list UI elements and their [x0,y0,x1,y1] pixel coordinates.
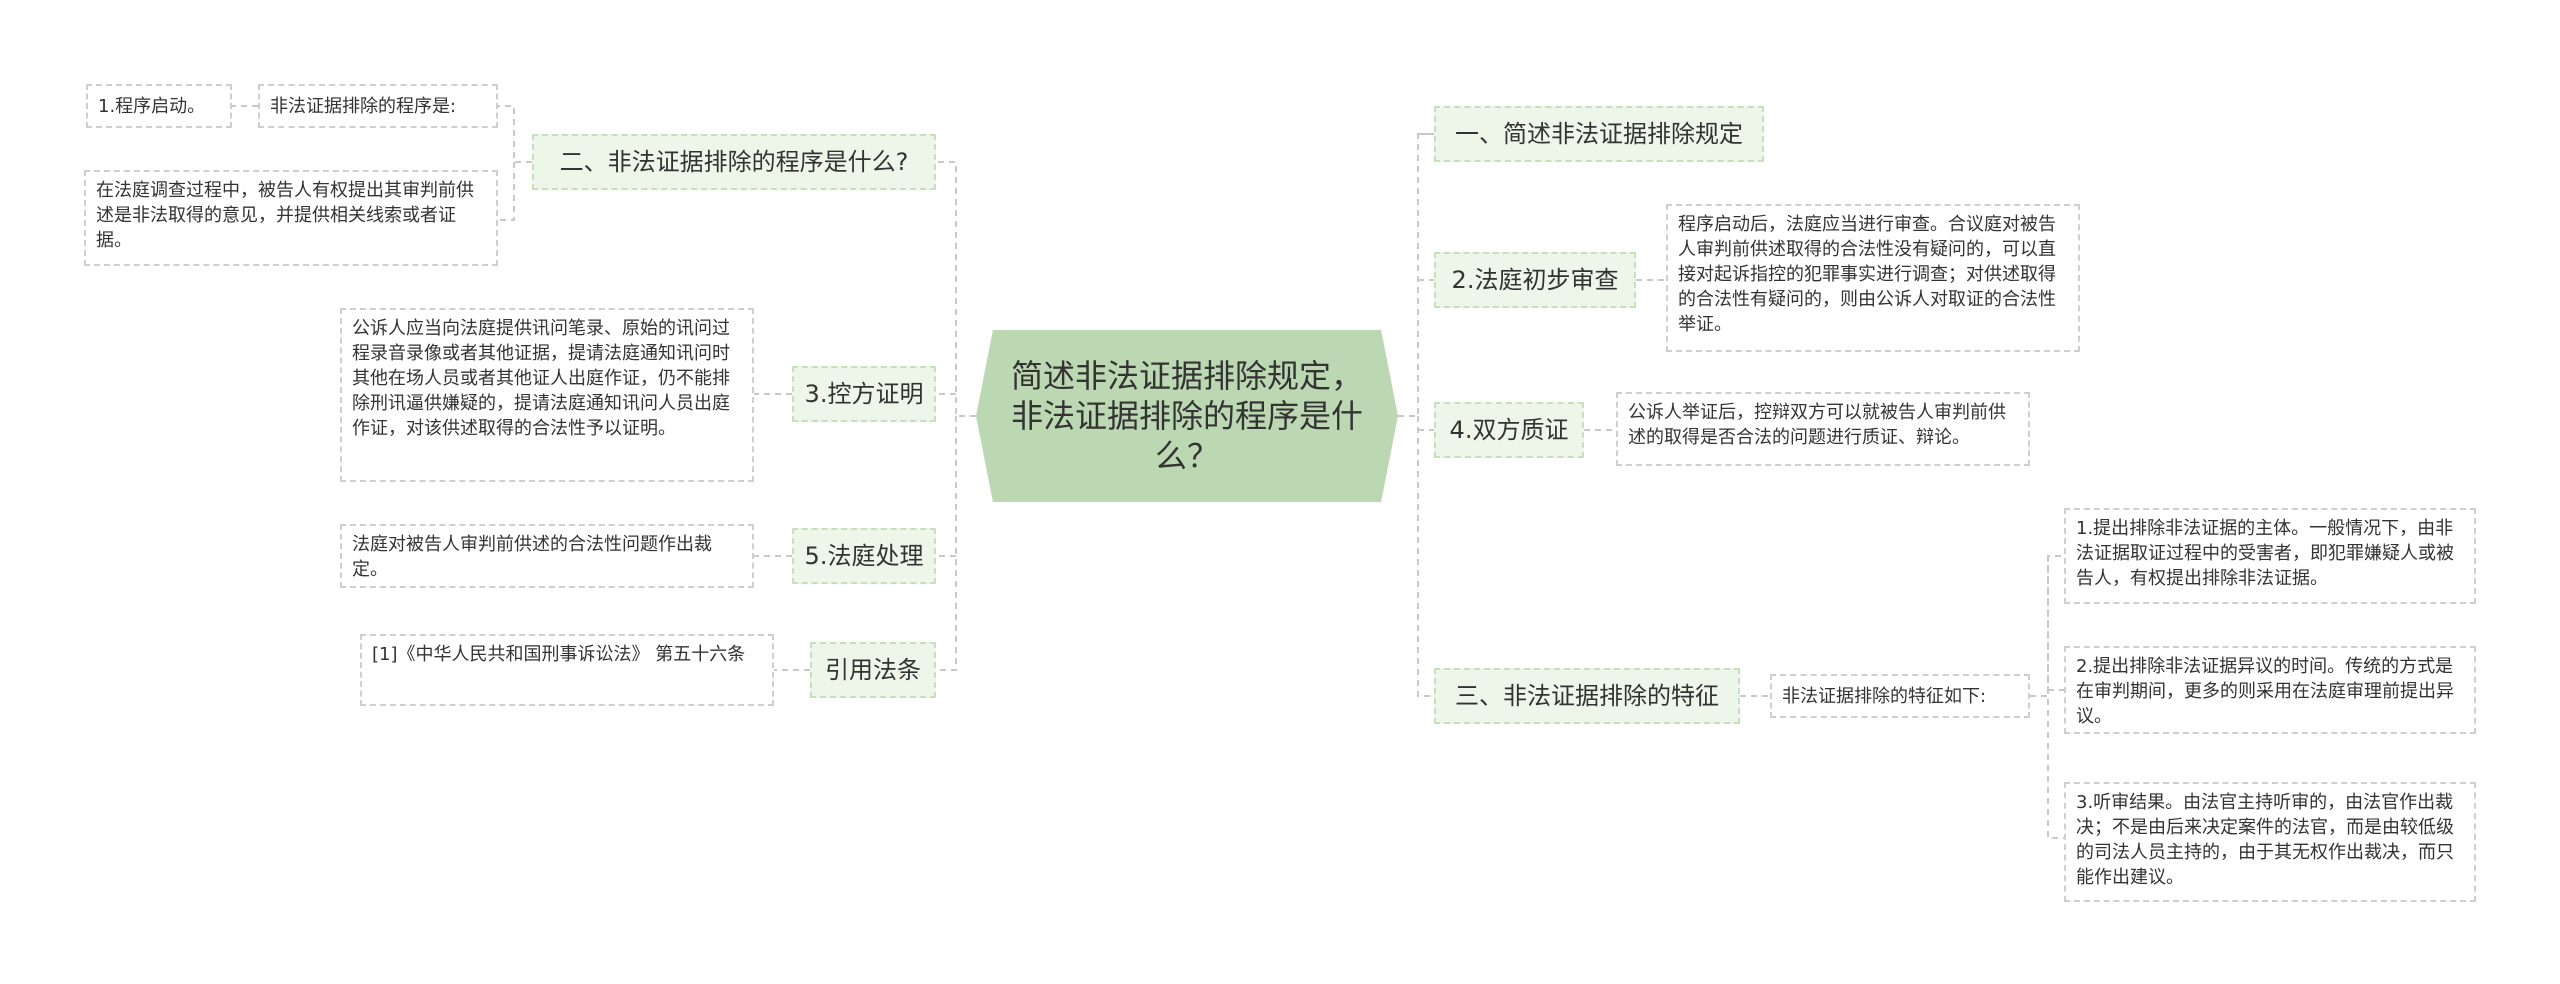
branch-features[interactable]: 三、非法证据排除的特征 [1434,668,1740,724]
link-trunk-l4 [936,416,957,671]
link-root-right-trunk [1398,133,1434,417]
procedure-intro: 非法证据排除的程序是: [258,84,498,128]
link-sub-items [2030,555,2064,839]
branch-cited-law[interactable]: 引用法条 [810,642,936,698]
feature-item-1: 1.提出排除非法证据的主体。一般情况下，由非法证据取证过程中的受害者，即犯罪嫌疑… [2064,508,2476,604]
link-l1-children [498,105,532,221]
detail-cited-law: [1]《中华人民共和国刑事诉讼法》 第五十六条 [360,634,774,706]
procedure-detail: 在法庭调查过程中，被告人有权提出其审判前供述是非法取得的意见，并提供相关线索或者… [84,170,498,266]
branch-court-handling[interactable]: 5.法庭处理 [792,528,936,584]
branch-prosecution-proof[interactable]: 3.控方证明 [792,366,936,422]
branch-cross-examination[interactable]: 4.双方质证 [1434,402,1584,458]
procedure-start: 1.程序启动。 [86,84,232,128]
detail-initial-review: 程序启动后，法庭应当进行审查。合议庭对被告人审判前供述取得的合法性没有疑问的，可… [1666,204,2080,352]
link-trunk-b4 [1417,416,1434,697]
detail-court-handling: 法庭对被告人审判前供述的合法性问题作出裁定。 [340,524,754,588]
features-intro: 非法证据排除的特征如下: [1770,674,2030,718]
link-root-left-trunk [936,161,976,417]
detail-prosecution-proof: 公诉人应当向法庭提供讯问笔录、原始的讯问过程录音录像或者其他证据，提请法庭通知讯… [340,308,754,482]
branch-procedure[interactable]: 二、非法证据排除的程序是什么? [532,134,936,190]
detail-cross-examination: 公诉人举证后，控辩双方可以就被告人审判前供述的取得是否合法的问题进行质证、辩论。 [1616,392,2030,466]
feature-item-3: 3.听审结果。由法官主持听审的，由法官作出裁决；不是由后来决定案件的法官，而是由… [2064,782,2476,902]
root-topic[interactable]: 简述非法证据排除规定，非法证据排除的程序是什么？ [976,330,1398,502]
feature-item-2: 2.提出排除非法证据异议的时间。传统的方式是在审判期间，更多的则采用在法庭审理前… [2064,646,2476,734]
branch-overview[interactable]: 一、简述非法证据排除规定 [1434,106,1764,162]
branch-initial-review[interactable]: 2.法庭初步审查 [1434,252,1636,308]
